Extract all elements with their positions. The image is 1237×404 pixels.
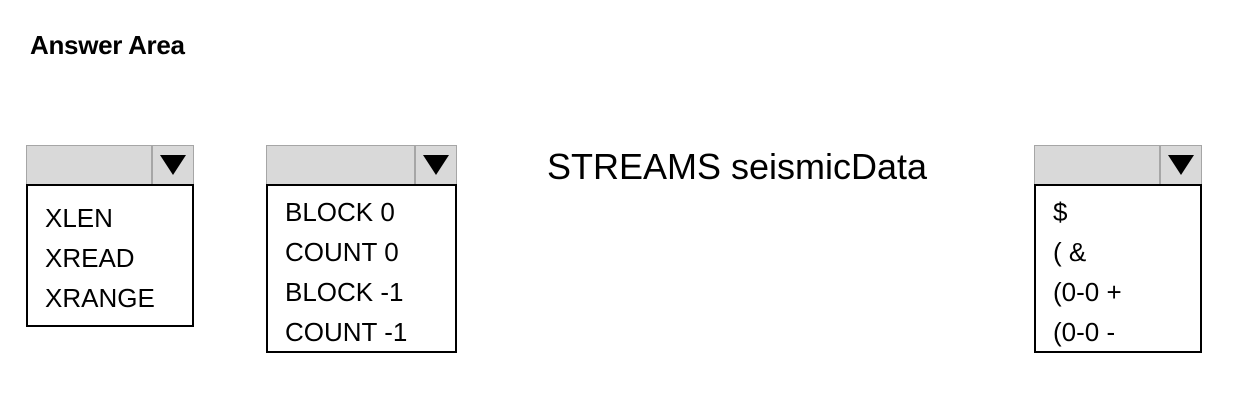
command-dropdown[interactable]: XLEN XREAD XRANGE — [26, 145, 194, 327]
answer-area-title: Answer Area — [30, 30, 185, 60]
dropdown-header[interactable] — [266, 145, 457, 184]
chevron-down-icon[interactable] — [1159, 146, 1201, 184]
option[interactable]: BLOCK -1 — [285, 277, 404, 307]
option[interactable]: BLOCK 0 — [285, 197, 395, 227]
option[interactable]: (0-0 - — [1053, 317, 1116, 347]
option[interactable]: COUNT -1 — [285, 317, 408, 347]
option[interactable]: (0-0 + — [1053, 277, 1122, 307]
option[interactable]: ( & — [1053, 237, 1087, 267]
option[interactable]: COUNT 0 — [285, 237, 399, 267]
chevron-down-icon[interactable] — [414, 146, 456, 184]
dropdown-header[interactable] — [26, 145, 194, 184]
chevron-down-icon[interactable] — [151, 146, 193, 184]
streams-statement: STREAMS seismicData — [547, 146, 928, 187]
option[interactable]: XRANGE — [45, 283, 155, 313]
option-dropdown[interactable]: BLOCK 0 COUNT 0 BLOCK -1 COUNT -1 — [266, 145, 457, 353]
option[interactable]: $ — [1053, 197, 1068, 227]
dropdown-options: XLEN XREAD XRANGE — [26, 184, 194, 327]
dropdown-options: $ ( & (0-0 + (0-0 - — [1034, 184, 1202, 353]
dropdown-header[interactable] — [1034, 145, 1202, 184]
dropdown-options: BLOCK 0 COUNT 0 BLOCK -1 COUNT -1 — [266, 184, 457, 353]
option[interactable]: XREAD — [45, 243, 135, 273]
option[interactable]: XLEN — [45, 203, 113, 233]
id-dropdown[interactable]: $ ( & (0-0 + (0-0 - — [1034, 145, 1202, 353]
